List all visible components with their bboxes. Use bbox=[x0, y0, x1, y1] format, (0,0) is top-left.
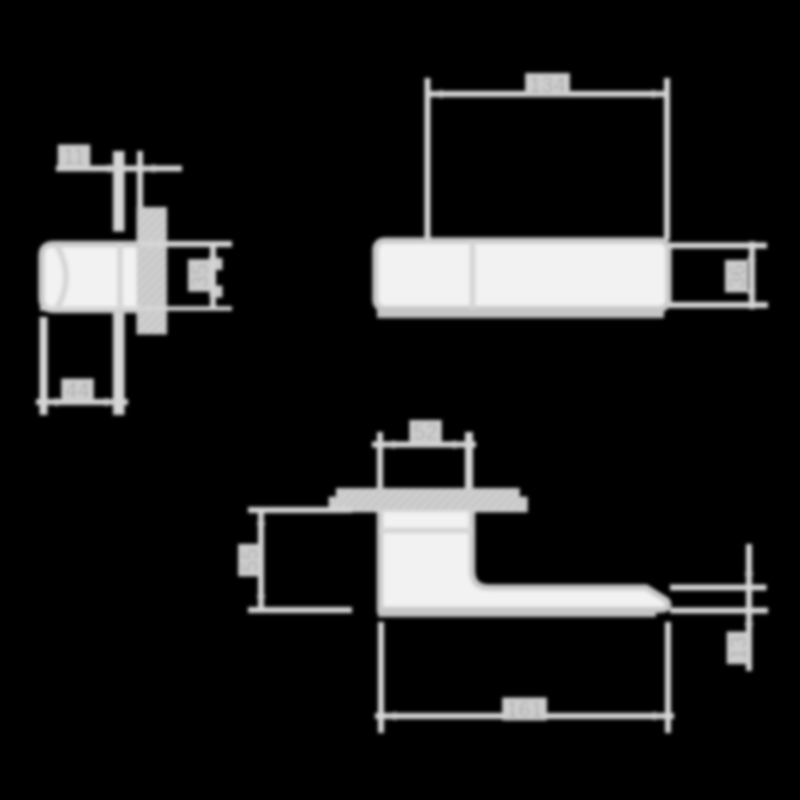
svg-text:52: 52 bbox=[413, 420, 437, 445]
svg-text:13: 13 bbox=[726, 636, 751, 660]
svg-text:36: 36 bbox=[725, 264, 750, 288]
svg-text:44: 44 bbox=[65, 378, 89, 403]
svg-text:35: 35 bbox=[188, 263, 213, 287]
svg-text:161: 161 bbox=[506, 697, 543, 722]
svg-text:134: 134 bbox=[529, 73, 566, 98]
svg-text:55: 55 bbox=[238, 548, 263, 572]
svg-text:11: 11 bbox=[63, 144, 86, 169]
